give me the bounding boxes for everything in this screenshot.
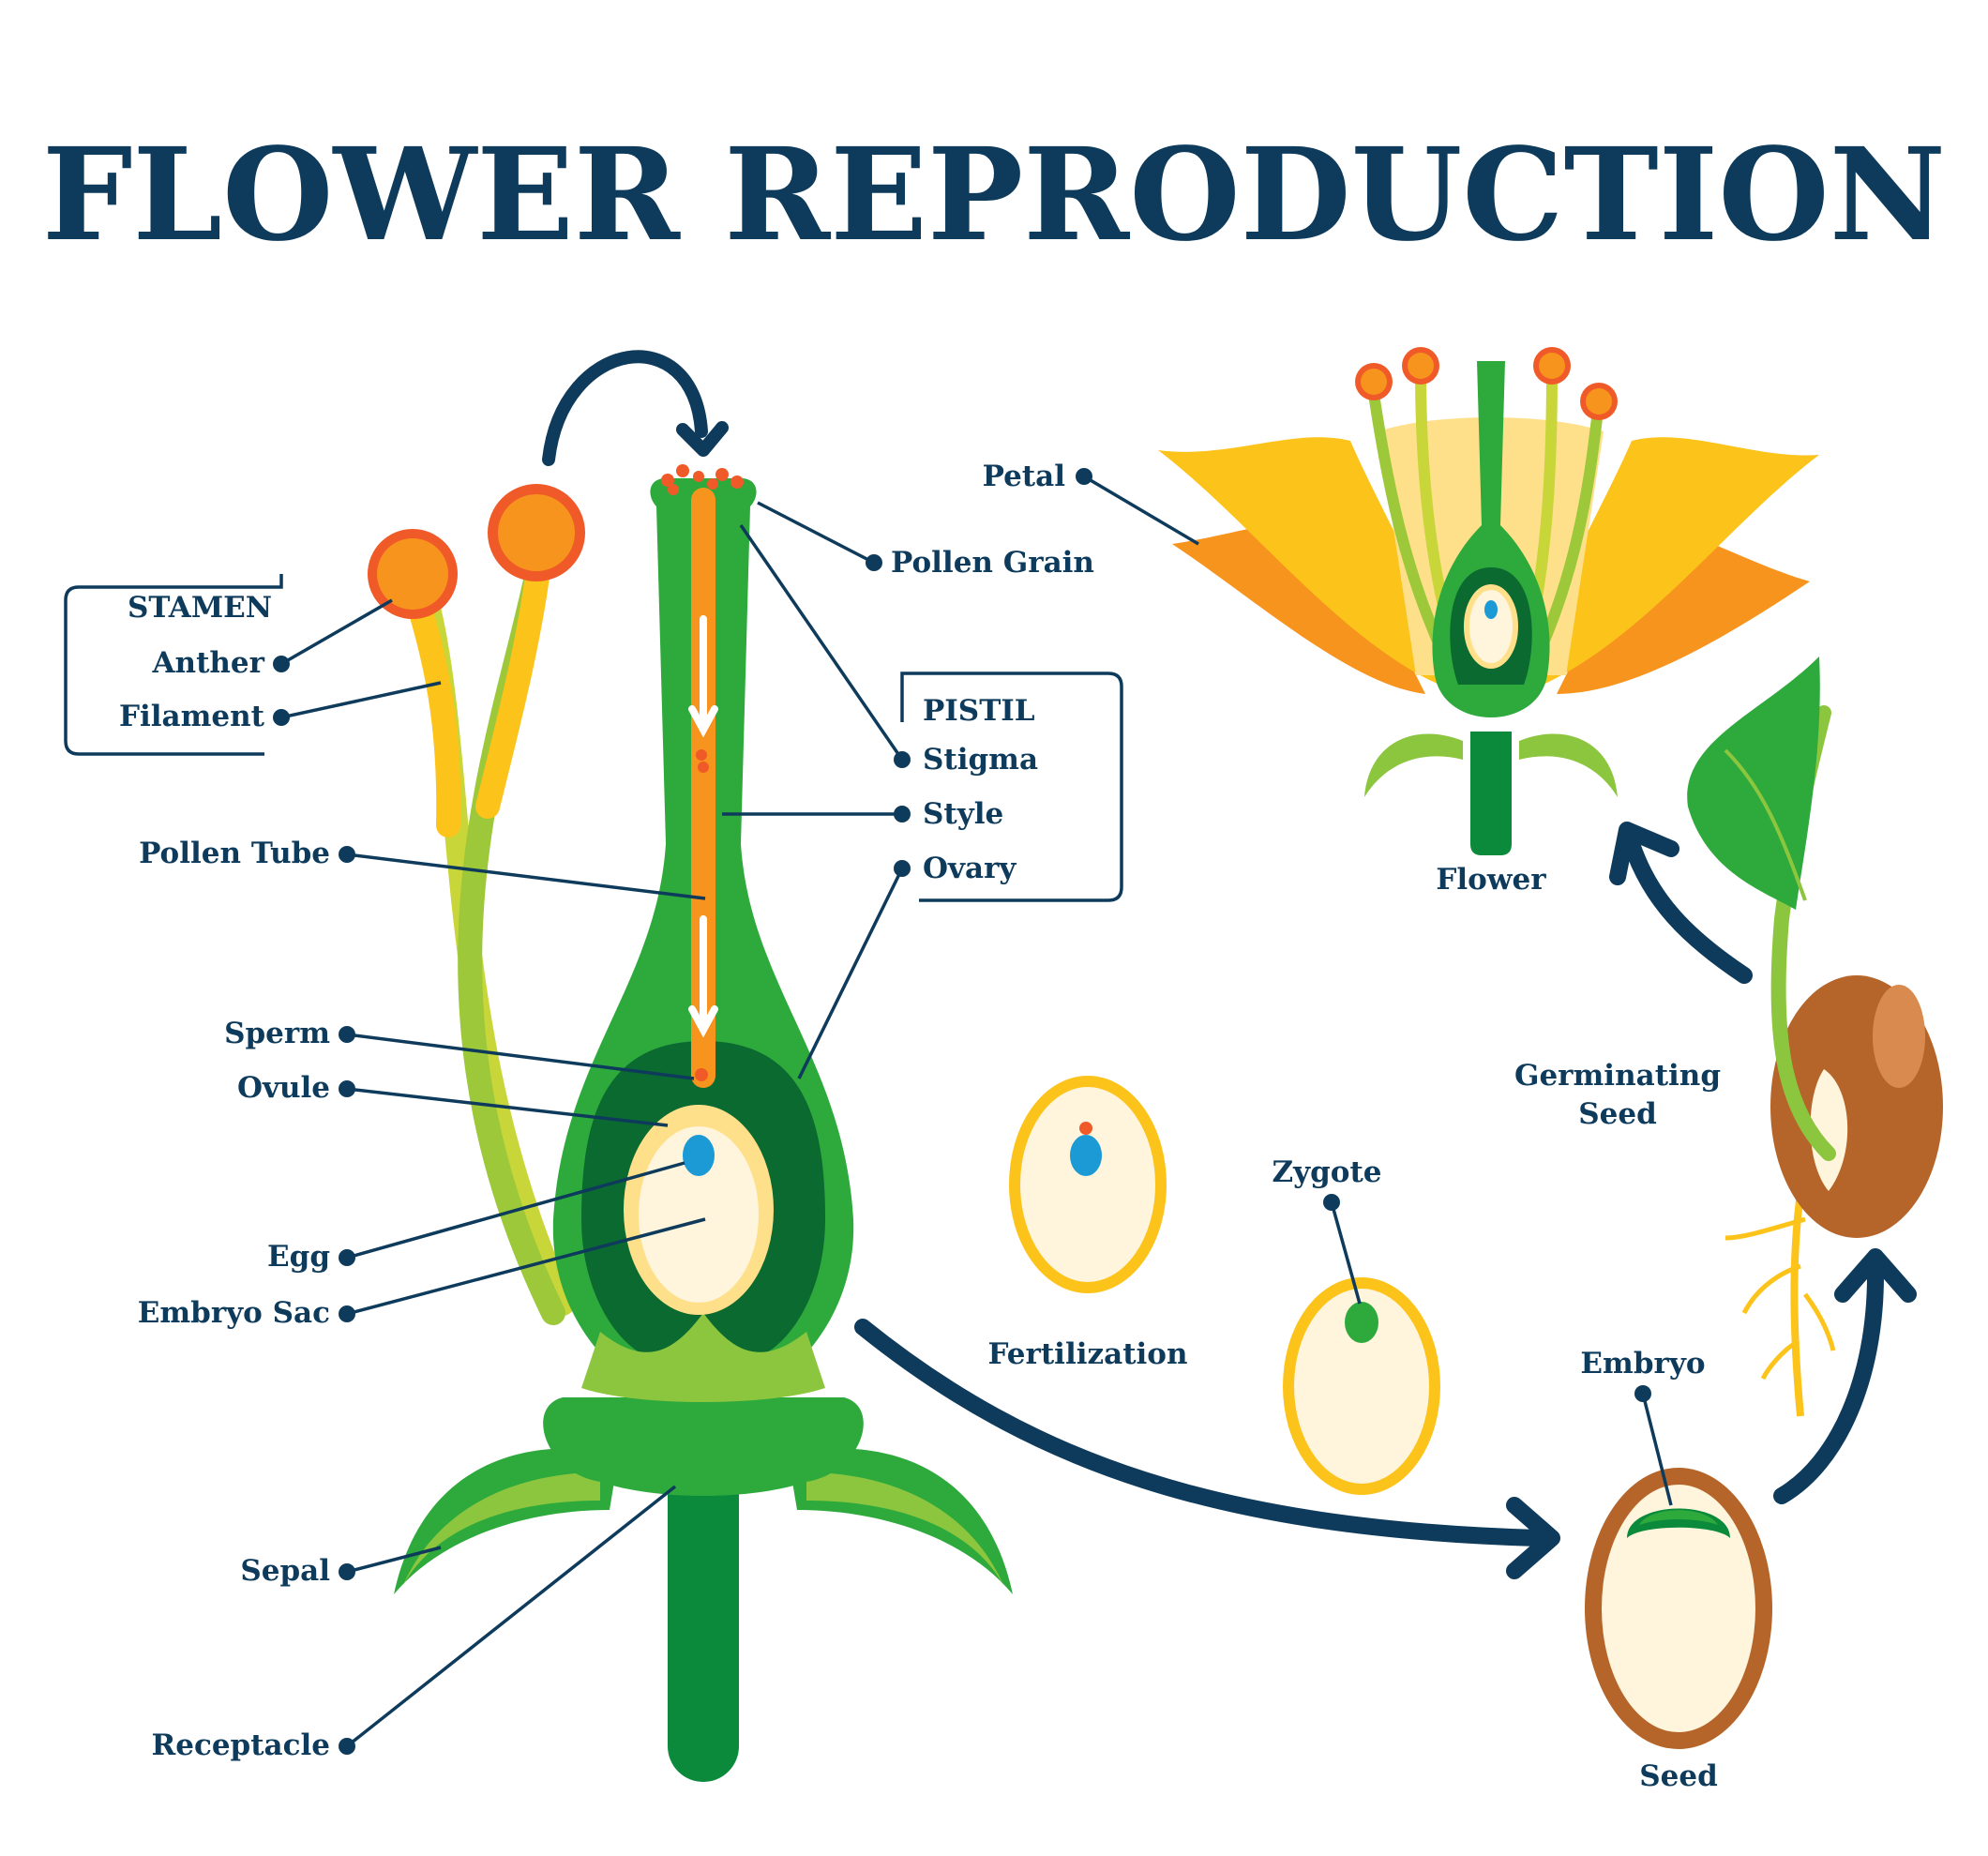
embryo-label: Embryo — [1580, 1347, 1705, 1381]
embryo-sac-label: Embryo Sac — [138, 1296, 330, 1330]
arrow-to-flower-head — [1609, 822, 1679, 885]
ovary-label: Ovary — [923, 852, 1017, 885]
sperm-dot-2 — [698, 762, 709, 773]
sperm-label: Sperm — [224, 1017, 330, 1050]
arrow-to-seed — [854, 1319, 1546, 1547]
petal-yellow-right — [1519, 437, 1819, 694]
arrow-to-seed-head — [1506, 1497, 1560, 1579]
pollen-tube-arrow-2 — [688, 915, 718, 1038]
petal-yellow-left — [1158, 437, 1463, 694]
seed-stage: Embryo Seed — [1580, 1347, 1772, 1793]
petal-label: Petal — [983, 460, 1065, 493]
sepal-label: Sepal — [240, 1554, 330, 1588]
curved-arrow-icon — [542, 350, 708, 466]
style-label: Style — [923, 797, 1003, 831]
fertilization-ovule — [1009, 1076, 1167, 1293]
pollen-tube-arrow-1 — [688, 615, 718, 738]
fertilization-stage: Fertilization — [987, 1076, 1188, 1371]
seedling-leaf-vein — [1724, 748, 1807, 901]
root-hair-2 — [1741, 1263, 1801, 1315]
pistil-box — [900, 671, 1123, 902]
stigma-label: Stigma — [923, 743, 1038, 777]
cycle-arrow-icon — [854, 822, 1917, 1579]
pistil-heading: PISTIL — [923, 694, 1035, 728]
pollen-grain-callout: Pollen Grain — [757, 501, 1094, 580]
stamen-heading: STAMEN — [128, 591, 272, 625]
filament-right-top — [475, 551, 551, 819]
pollen-grain-label: Pollen Grain — [891, 546, 1094, 580]
filament-label: Filament — [119, 700, 265, 733]
small-sepal-right — [1519, 733, 1618, 797]
zygote-cell — [1345, 1302, 1378, 1343]
flower-label: Flower — [1436, 863, 1546, 897]
germinating-seed-label-2: Seed — [1578, 1097, 1657, 1131]
egg — [683, 1135, 715, 1176]
flower-cross-section — [368, 350, 1013, 1782]
small-flower: Petal Flower — [983, 347, 1819, 897]
root-hair-3 — [1802, 1292, 1836, 1351]
seed-inner — [1602, 1485, 1755, 1732]
small-anthers — [1355, 347, 1618, 420]
germinating-seed-stage: Germinating Seed — [1514, 656, 1943, 1417]
anther-left — [368, 529, 458, 619]
fertilization-egg — [1070, 1135, 1102, 1176]
stamen-callout: STAMEN Anther Filament — [64, 574, 442, 756]
small-egg — [1484, 600, 1498, 619]
germ-seed-highlight — [1873, 985, 1925, 1088]
egg-label: Egg — [267, 1240, 330, 1274]
arrow-to-flower — [1623, 836, 1753, 984]
seed-label: Seed — [1639, 1759, 1718, 1793]
arrow-to-germinating-head — [1834, 1248, 1917, 1303]
sepal-left-light — [403, 1472, 600, 1585]
pollen-grains — [661, 464, 744, 495]
receptacle — [543, 1397, 864, 1496]
filament-left-top — [405, 588, 461, 837]
fertilization-label: Fertilization — [987, 1337, 1187, 1371]
fertilization-sperm — [1079, 1122, 1092, 1135]
sperm-dot-3 — [695, 1068, 708, 1081]
stamen-box — [64, 574, 283, 756]
page-title: FLOWER REPRODUCTION — [42, 120, 1946, 270]
left-labels: Pollen Tube Sperm Ovule Egg Embryo Sac S… — [138, 837, 706, 1762]
pollen-tube — [691, 488, 715, 1088]
small-stalk — [1470, 732, 1512, 855]
petal-orange-left — [1172, 521, 1425, 694]
pistil-callout: PISTIL Stigma Style Ovary — [722, 524, 1123, 1079]
ovary-base-light — [581, 1313, 825, 1402]
ovule-label: Ovule — [237, 1071, 330, 1105]
small-sepal-left — [1364, 733, 1463, 797]
sepal-right-light — [806, 1472, 1003, 1585]
germ-seed-opening — [1810, 1069, 1848, 1191]
pollen-tube-label: Pollen Tube — [139, 837, 330, 870]
zygote-ovule — [1283, 1277, 1440, 1495]
curved-arrow-head — [676, 421, 729, 457]
seed-embryo-light — [1639, 1510, 1718, 1525]
zygote-stage: Zygote — [1272, 1155, 1440, 1495]
root-hair-1 — [1724, 1216, 1806, 1241]
root-hair-4 — [1760, 1338, 1800, 1381]
arrow-to-germinating — [1773, 1267, 1884, 1504]
sperm-dot-1 — [696, 749, 707, 761]
embryo-sac — [639, 1126, 759, 1303]
anther-label: Anther — [151, 646, 264, 680]
receptacle-label: Receptacle — [151, 1728, 330, 1762]
small-ovule — [1464, 584, 1518, 669]
anther-right — [488, 484, 585, 581]
zygote-label: Zygote — [1272, 1155, 1381, 1189]
germinating-seed-label-1: Germinating — [1514, 1059, 1721, 1093]
